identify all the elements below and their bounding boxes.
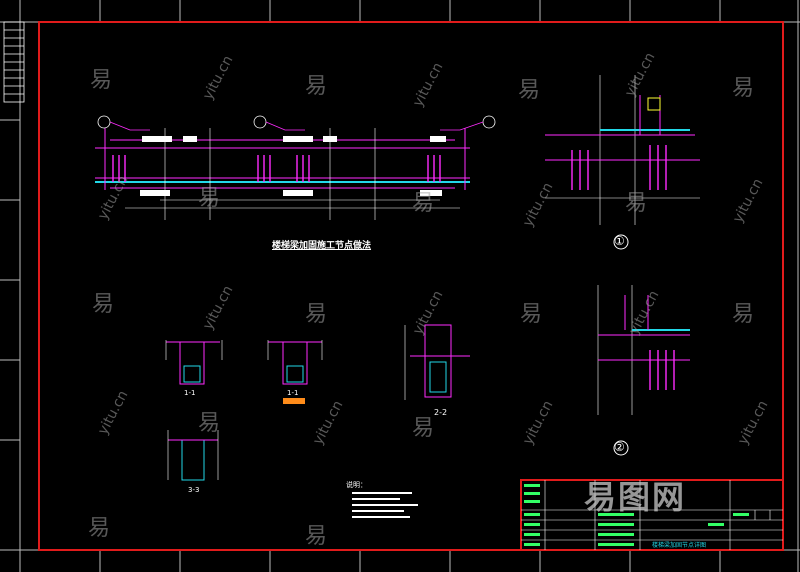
section-label-1-1-a: 1-1 — [184, 389, 196, 397]
section-1-1-b — [267, 340, 323, 385]
notes-lines — [352, 492, 418, 518]
watermark-mark: 易 — [92, 292, 115, 317]
bolt-marks — [140, 136, 446, 196]
watermark-mark: 易 — [732, 302, 755, 327]
watermark-brand: 易图网 — [584, 478, 687, 516]
revision-table — [3, 21, 25, 103]
notes-title: 说明： — [346, 481, 367, 489]
sheet-name: 楼梯梁加固节点详图 — [652, 542, 707, 549]
detail-1 — [545, 75, 700, 250]
watermark-mark: 易 — [305, 302, 328, 327]
leader-lines — [109, 121, 484, 131]
watermark-mark: 易 — [518, 78, 541, 103]
title-block — [520, 479, 784, 551]
zone-ticks — [0, 0, 721, 572]
stirrups — [112, 155, 441, 182]
title-block-fill — [524, 484, 749, 546]
watermark-mark: 易 — [732, 76, 755, 101]
watermark-mark: 易 — [305, 524, 328, 549]
drawing-frame — [38, 21, 784, 551]
watermark-mark: 易 — [520, 302, 543, 327]
watermark-mark: 易 — [90, 68, 113, 93]
axis-bubbles — [97, 115, 496, 129]
watermark-mark: 易 — [305, 74, 328, 99]
watermark-mark: 易 — [198, 186, 221, 211]
section-3-3 — [167, 430, 219, 481]
watermark-mark: 易 — [198, 411, 221, 436]
watermark-mark: 易 — [412, 416, 435, 441]
section-label-1-1-b: 1-1 — [287, 389, 299, 397]
watermark-mark: 易 — [412, 191, 435, 216]
section-label-2-2: 2-2 — [434, 408, 448, 417]
section-label-3-3: 3-3 — [188, 486, 200, 494]
detail-marker-2: ② — [614, 440, 625, 454]
orange-mark — [283, 398, 305, 404]
detail-marker-1: ① — [614, 234, 625, 248]
watermark-mark: 易 — [88, 516, 111, 541]
section-1-1-a — [165, 340, 223, 385]
section-2-2 — [404, 324, 470, 400]
detail-2 — [597, 285, 690, 456]
drawing-title: 楼梯梁加固施工节点做法 — [272, 241, 372, 251]
watermark-mark: 易 — [625, 191, 648, 216]
